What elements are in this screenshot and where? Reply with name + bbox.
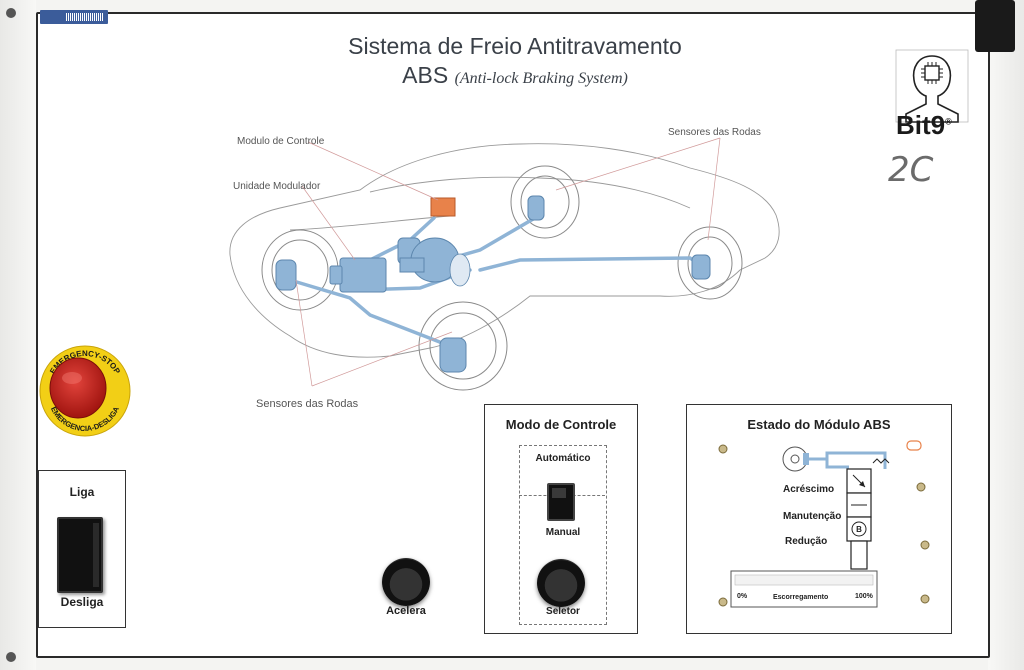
- power-off-label: Desliga: [60, 595, 104, 609]
- screw-icon: [6, 652, 16, 662]
- registered-mark: ®: [945, 116, 952, 127]
- wall-right: [988, 0, 1024, 670]
- screw-icon: [718, 597, 728, 607]
- manual-mode-label: Manual: [545, 527, 581, 538]
- car-body-outline: [229, 143, 780, 358]
- control-mode-frame: [519, 445, 607, 625]
- abs-state-panel: Estado do Módulo ABS: [686, 404, 952, 634]
- wheel-front-left: [261, 229, 339, 311]
- auto-mode-label: Automático: [535, 453, 591, 464]
- callout-wheel-sensors-bottom: Sensores das Rodas: [256, 398, 359, 410]
- slip-label: Escorregamento: [773, 594, 829, 601]
- accelerate-knob[interactable]: [382, 558, 430, 606]
- brake-line-rear-right: [478, 256, 702, 272]
- car-window-line: [369, 176, 691, 209]
- selector-label: Seletor: [546, 606, 580, 617]
- modulator-unit: [329, 237, 460, 293]
- handwritten-note: 2C: [888, 150, 934, 190]
- wheel-rear-right: [677, 226, 743, 300]
- board-title: Sistema de Freio Antitravamento: [348, 33, 682, 59]
- board-subtitle: ABS (Anti-lock Braking System): [280, 62, 750, 89]
- callout-control-module: Modulo de Controle: [237, 136, 325, 147]
- screw-icon: [920, 540, 930, 550]
- abs-car-diagram: [229, 137, 780, 391]
- screw-icon: [6, 8, 16, 18]
- control-module: [430, 197, 456, 217]
- subtitle-english: (Anti-lock Braking System): [454, 70, 628, 87]
- emergency-stop-button[interactable]: EMERGENCY-STOP EMERGENCIA-DESLIGA: [38, 344, 132, 438]
- reduce-label: Redução: [785, 536, 828, 547]
- brake-line-front-left: [288, 278, 452, 348]
- abs-state-title: Estado do Módulo ABS: [747, 417, 891, 432]
- caliper-front-left: [275, 259, 297, 291]
- valve-letter: B: [856, 525, 862, 534]
- control-mode-panel: Modo de Controle Automático Manual Selet…: [484, 404, 638, 634]
- screw-icon: [916, 482, 926, 492]
- callout-wheel-sensors-top: Sensores das Rodas: [668, 127, 761, 138]
- bit9-logo-icon: [895, 49, 969, 123]
- power-switch-panel: Liga Desliga: [38, 470, 126, 628]
- wall-left: [0, 0, 36, 670]
- abs-valve-diagram: B: [718, 440, 930, 608]
- subtitle-abs: ABS: [402, 62, 449, 88]
- slip-max-label: 100%: [855, 593, 873, 600]
- accelerate-label: Acelera: [386, 605, 426, 617]
- callout-modulator-unit: Unidade Modulador: [233, 181, 321, 192]
- caliper-front-right: [439, 337, 467, 373]
- maintain-label: Manutenção: [783, 511, 842, 522]
- brand-text: Bit9: [896, 110, 946, 140]
- caliper-rear-left: [527, 195, 545, 221]
- brand-name: Bit9®: [896, 110, 952, 141]
- mode-toggle-switch[interactable]: [547, 483, 575, 521]
- caliper-rear-right: [691, 254, 711, 280]
- screw-icon: [920, 594, 930, 604]
- barcode-icon: [66, 13, 104, 21]
- increase-label: Acréscimo: [783, 484, 835, 495]
- asset-tag: [40, 10, 108, 24]
- selector-knob[interactable]: [537, 559, 585, 607]
- power-on-label: Liga: [69, 485, 95, 499]
- screw-icon: [718, 444, 728, 454]
- slip-min-label: 0%: [737, 593, 748, 600]
- wheel-rear-left: [510, 165, 580, 239]
- wheel-front-right: [418, 301, 508, 391]
- control-mode-title: Modo de Controle: [505, 417, 617, 432]
- mounting-bracket: [975, 0, 1015, 52]
- power-rocker-switch[interactable]: [57, 517, 103, 593]
